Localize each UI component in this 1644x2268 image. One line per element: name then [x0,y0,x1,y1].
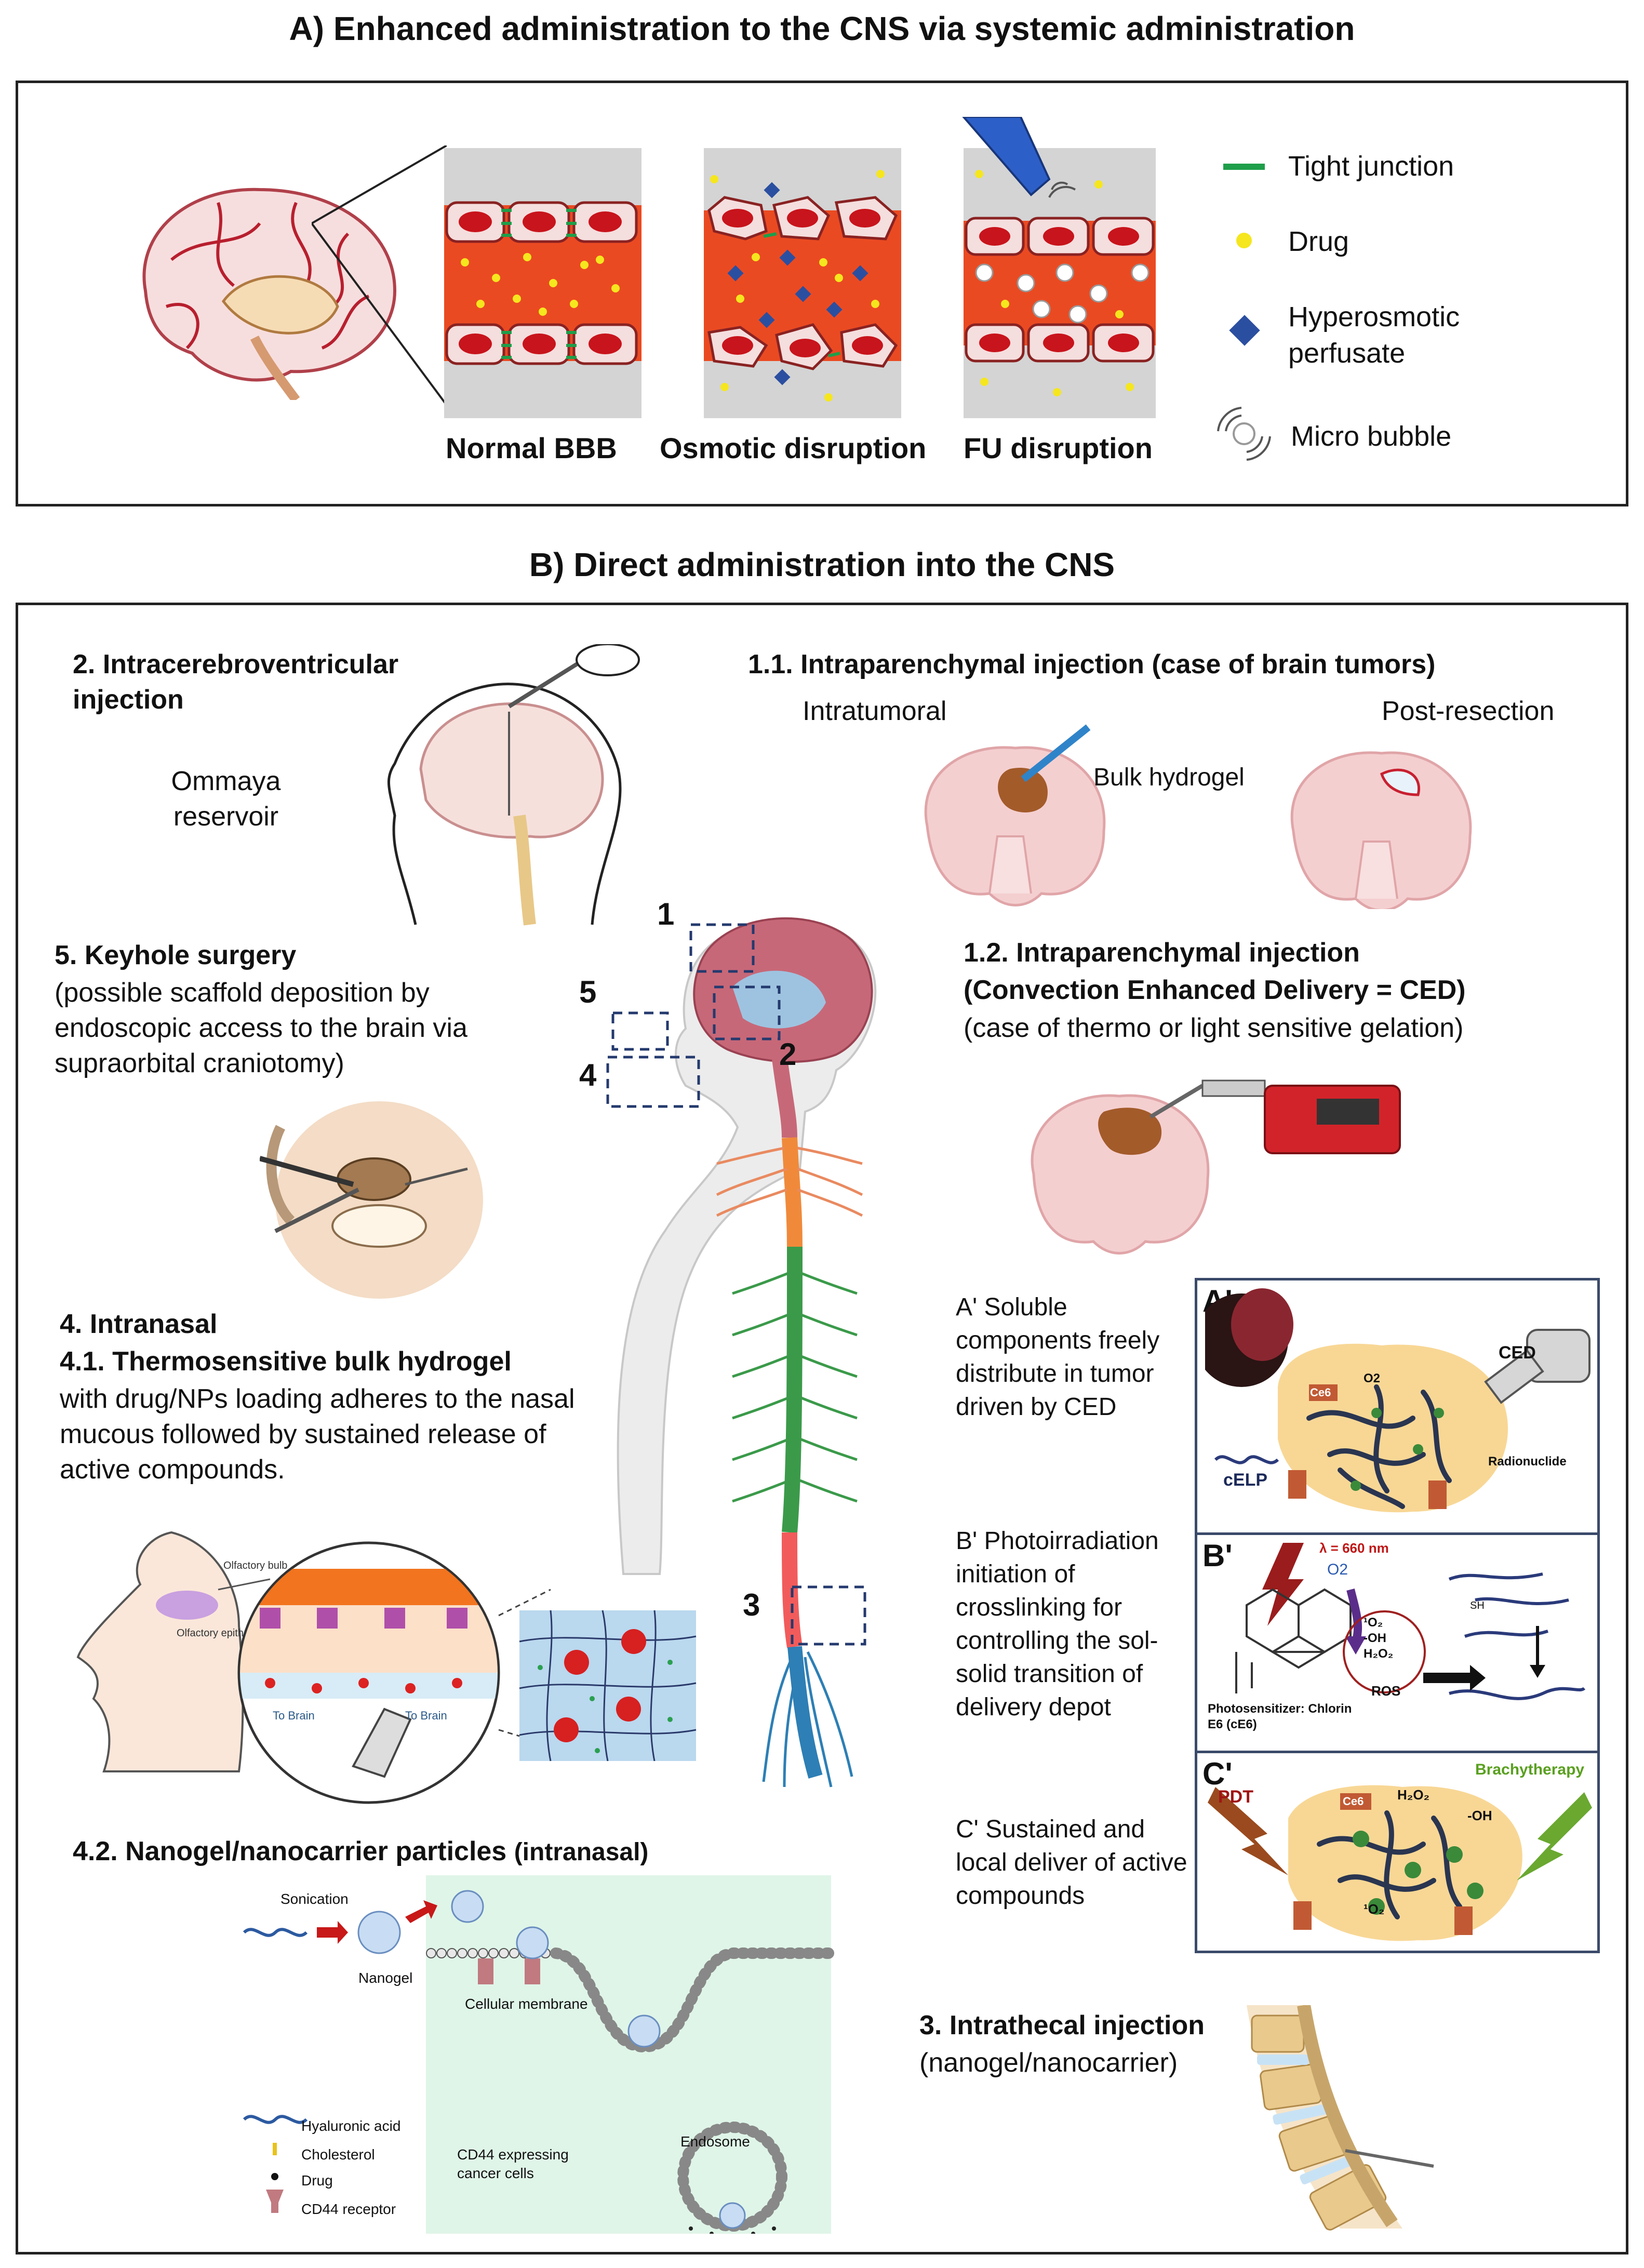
body-number-3: 3 [743,1587,760,1622]
membrane-label: Cellular membrane [465,1996,588,2012]
intranasal-heading: 4. Intranasal [60,1309,218,1339]
lambda-label: λ = 660 nm [1319,1540,1389,1556]
keyhole-heading: 5. Keyhole surgery [55,940,297,970]
keyhole-text: (possible scaffold deposition by endosco… [55,978,467,1078]
step-c-label: C' [1202,1756,1233,1791]
ros-item-1: ¹O₂ [1364,1616,1383,1630]
ce6-label-c: Ce6 [1343,1795,1364,1808]
hyaluronic-acid-icon [243,2115,308,2124]
ced-heading-1: 1.2. Intraparenchymal injection [964,938,1360,968]
caption-osmotic-disruption: Osmotic disruption [660,432,927,464]
spine-illustration [1247,2005,1434,2231]
photosensitizer-label: Photosensitizer: Chlorin E6 (cE6) [1208,1702,1352,1731]
intrathecal-heading: 3. Intrathecal injection [919,2010,1205,2040]
brain-sagittal-illustration [142,188,397,400]
intratumoral-label: Intratumoral [803,696,947,726]
caption-fu-disruption: FU disruption [964,432,1153,464]
h2o2-label: H₂O₂ [1397,1787,1430,1803]
o2-label-b: O2 [1327,1561,1348,1578]
legend-drug: Drug [1288,226,1349,257]
intratumoral-brain-illustration [924,724,1106,906]
sh-label: SH [1470,1600,1485,1611]
ommaya-label: Ommaya reservoir [171,766,281,832]
step-c-text: C' Sustained and local deliver of active… [956,1816,1187,1910]
pdt-label: PDT [1218,1787,1253,1807]
keyhole-surgery-illustration [260,1101,483,1299]
post-resection-brain-illustration [1290,751,1472,909]
olfactory-bulb-label: Olfactory bulb [223,1560,287,1571]
intranasal-illustration: Olfactory bulb Olfactory epithelium To B… [76,1531,697,1804]
brachytherapy-label: Brachytherapy [1475,1761,1585,1778]
nanogel-heading: 4.2. Nanogel/nanocarrier particles (intr… [73,1834,648,1870]
ced-heading-2: (Convection Enhanced Delivery = CED) [964,975,1466,1005]
steps-divider-1 [1195,1532,1600,1535]
zoom-lines [312,145,447,405]
step-c-illustration [1208,1785,1592,1941]
drug-dot-icon [1236,233,1252,248]
to-brain-label-2: To Brain [405,1709,447,1722]
cholesterol-icon [273,2143,277,2155]
body-number-5: 5 [579,975,597,1009]
micro-bubble-icon [1217,407,1271,461]
ros-label: ROS [1371,1683,1401,1699]
ce6-label-a: Ce6 [1310,1386,1331,1399]
step-a-illustration [1205,1288,1590,1513]
normal-bbb-illustration [444,148,641,418]
ros-item-3: H₂O₂ [1364,1647,1394,1661]
ros-item-2: -OH [1364,1631,1386,1645]
nanogel-heading-suffix: (intranasal) [514,1838,649,1866]
step-b-illustration [1235,1543,1586,1700]
radionuclide-label: Radionuclide [1488,1455,1567,1469]
ip-heading: 1.1. Intraparenchymal injection (case of… [748,649,1436,679]
drug-icon [271,2173,278,2180]
section-a-panel [16,81,1628,506]
legend-cholesterol: Cholesterol [301,2146,375,2163]
nanogel-heading-main: 4.2. Nanogel/nanocarrier particles [73,1836,507,1866]
osmotic-disruption-illustration [704,148,901,418]
intranasal-text: with drug/NPs loading adheres to the nas… [60,1384,575,1485]
body-number-4: 4 [579,1058,597,1092]
intranasal-subheading: 4.1. Thermosensitive bulk hydrogel [60,1346,512,1377]
section-b-title: B) Direct administration into the CNS [529,546,1115,583]
singlet-oxygen-label: ¹O₂ [1364,1901,1385,1917]
ced-device-label: CED [1499,1343,1536,1363]
steps-frame [1195,1278,1600,1953]
tight-junction-icon [1223,164,1265,170]
legend-micro-bubble: Micro bubble [1291,421,1452,452]
step-b-label: B' [1202,1538,1233,1573]
oh-label: -OH [1467,1808,1492,1823]
body-number-1: 1 [657,897,675,931]
body-number-2: 2 [779,1037,797,1072]
celp-label: cELP [1223,1470,1268,1490]
legend-hyperosmotic: Hyperosmotic perfusate [1288,301,1460,369]
legend-hyaluronic-acid: Hyaluronic acid [301,2118,401,2134]
sonication-label: Sonication [280,1891,349,1907]
caption-normal-bbb: Normal BBB [446,432,617,464]
ced-illustration [1031,1079,1401,1255]
fu-disruption-illustration [962,117,1156,418]
nanogel-illustration [243,1875,837,2234]
section-b-panel [16,603,1628,2254]
nanogel-label: Nanogel [358,1970,413,1986]
step-b-text: B' Photoirradiation initiation of crossl… [956,1527,1159,1721]
icv-head-illustration [387,644,640,926]
steps-divider-2 [1195,1751,1600,1753]
body-cns-illustration [606,917,877,1787]
legend-cd44-receptor: CD44 receptor [301,2201,396,2217]
icv-heading: 2. Intracerebroventricular injection [73,649,399,715]
cd44-cells-label: CD44 expressing cancer cells [457,2146,569,2181]
to-brain-label-1: To Brain [273,1709,315,1722]
o2-label-a: O2 [1364,1371,1381,1385]
post-resection-label: Post-resection [1382,696,1555,726]
step-a-text: A' Soluble components freely distribute … [956,1293,1160,1421]
endosome-label: Endosome [680,2133,750,2150]
legend-tight-junction: Tight junction [1288,151,1454,182]
bulk-hydrogel-label: Bulk hydrogel [1093,764,1245,791]
intrathecal-subtext: (nanogel/nanocarrier) [919,2048,1178,2078]
section-a-title: A) Enhanced administration to the CNS vi… [289,10,1355,47]
legend-drug-nanogel: Drug [301,2172,333,2189]
ced-subtext: (case of thermo or light sensitive gelat… [964,1013,1464,1043]
cd44-receptor-icon [266,2190,284,2213]
